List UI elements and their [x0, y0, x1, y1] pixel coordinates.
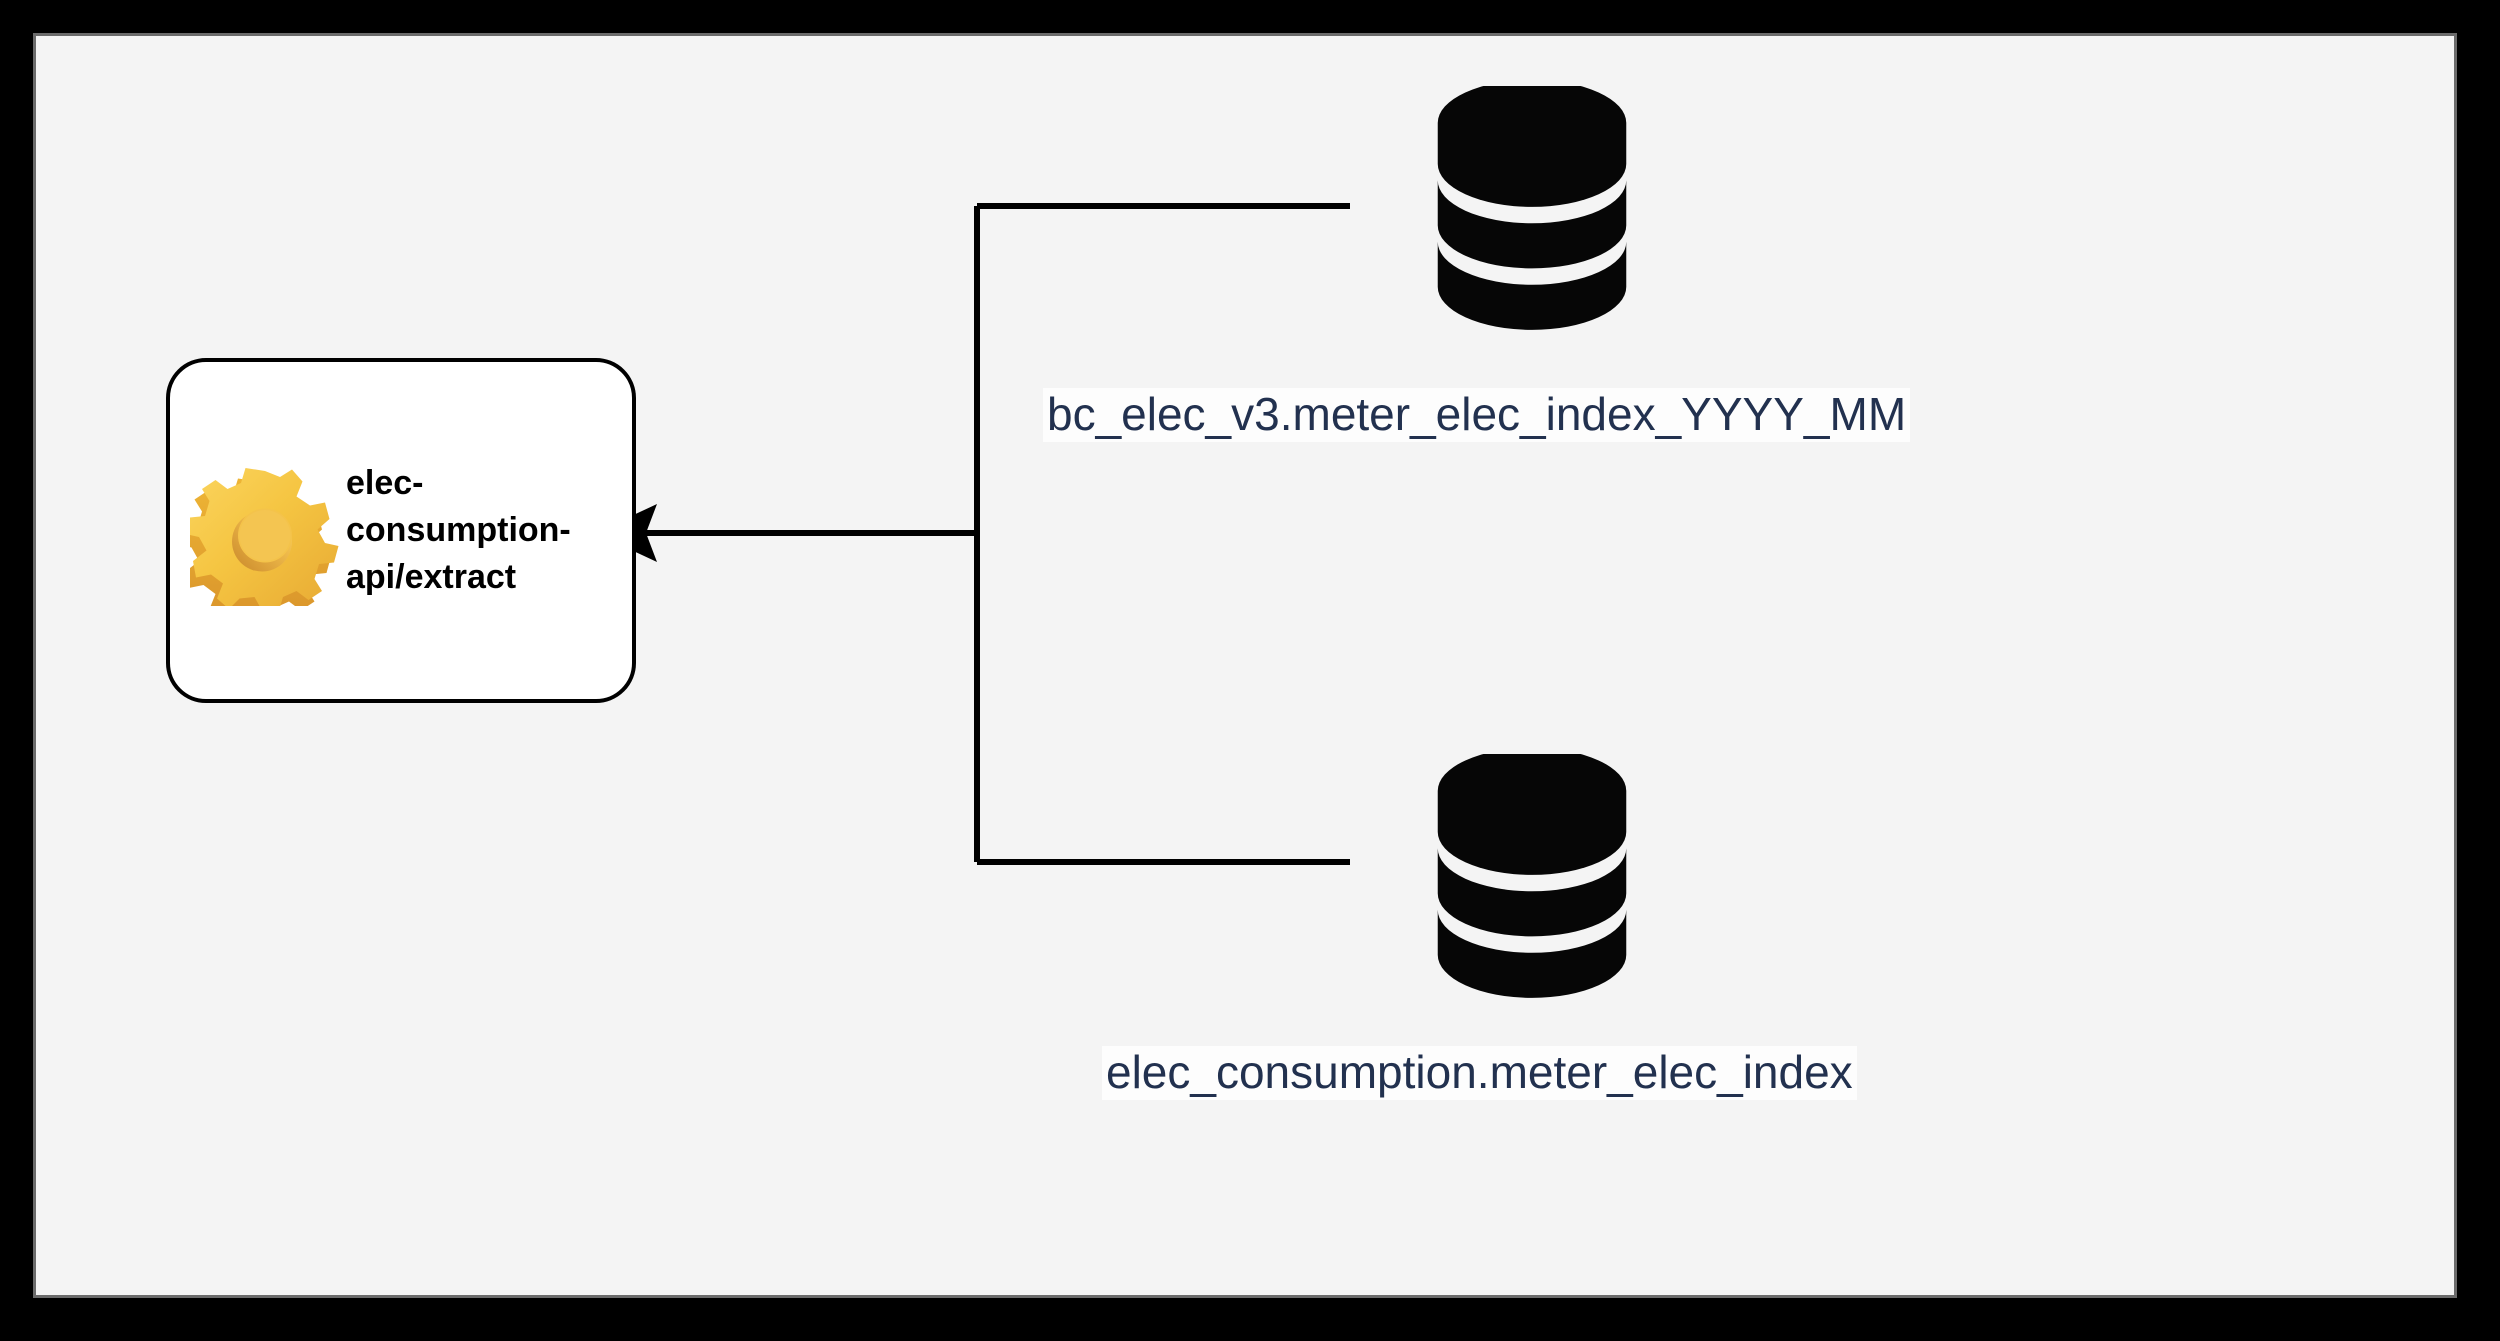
process-node-label: elec- consumption- api/extract: [346, 460, 571, 601]
process-node-label-line-3: api/extract: [346, 557, 517, 596]
diagram-canvas: elec- consumption- api/extract bc_elec_v…: [33, 33, 2457, 1298]
database-icon-svg: [1437, 747, 1627, 998]
database-icon-svg: [1437, 79, 1627, 330]
database-label-bc-elec-v3: bc_elec_v3.meter_elec_index_YYYY_MM: [1043, 388, 1911, 442]
process-node-content: elec- consumption- api/extract: [170, 362, 632, 699]
process-node-elec-consumption-api-extract[interactable]: elec- consumption- api/extract: [166, 358, 636, 703]
database-icon-bc-elec-v3[interactable]: [1429, 79, 1635, 336]
process-node-label-line-2: consumption-: [346, 511, 571, 550]
edge-datasets-to-extract[interactable]: [595, 203, 1350, 865]
gear-icon-svg: [178, 467, 339, 622]
database-icon-elec-consumption[interactable]: [1429, 747, 1635, 1004]
database-label-elec-consumption: elec_consumption.meter_elec_index: [1102, 1046, 1857, 1100]
process-node-label-line-1: elec-: [346, 464, 424, 503]
gear-icon: [178, 456, 340, 622]
